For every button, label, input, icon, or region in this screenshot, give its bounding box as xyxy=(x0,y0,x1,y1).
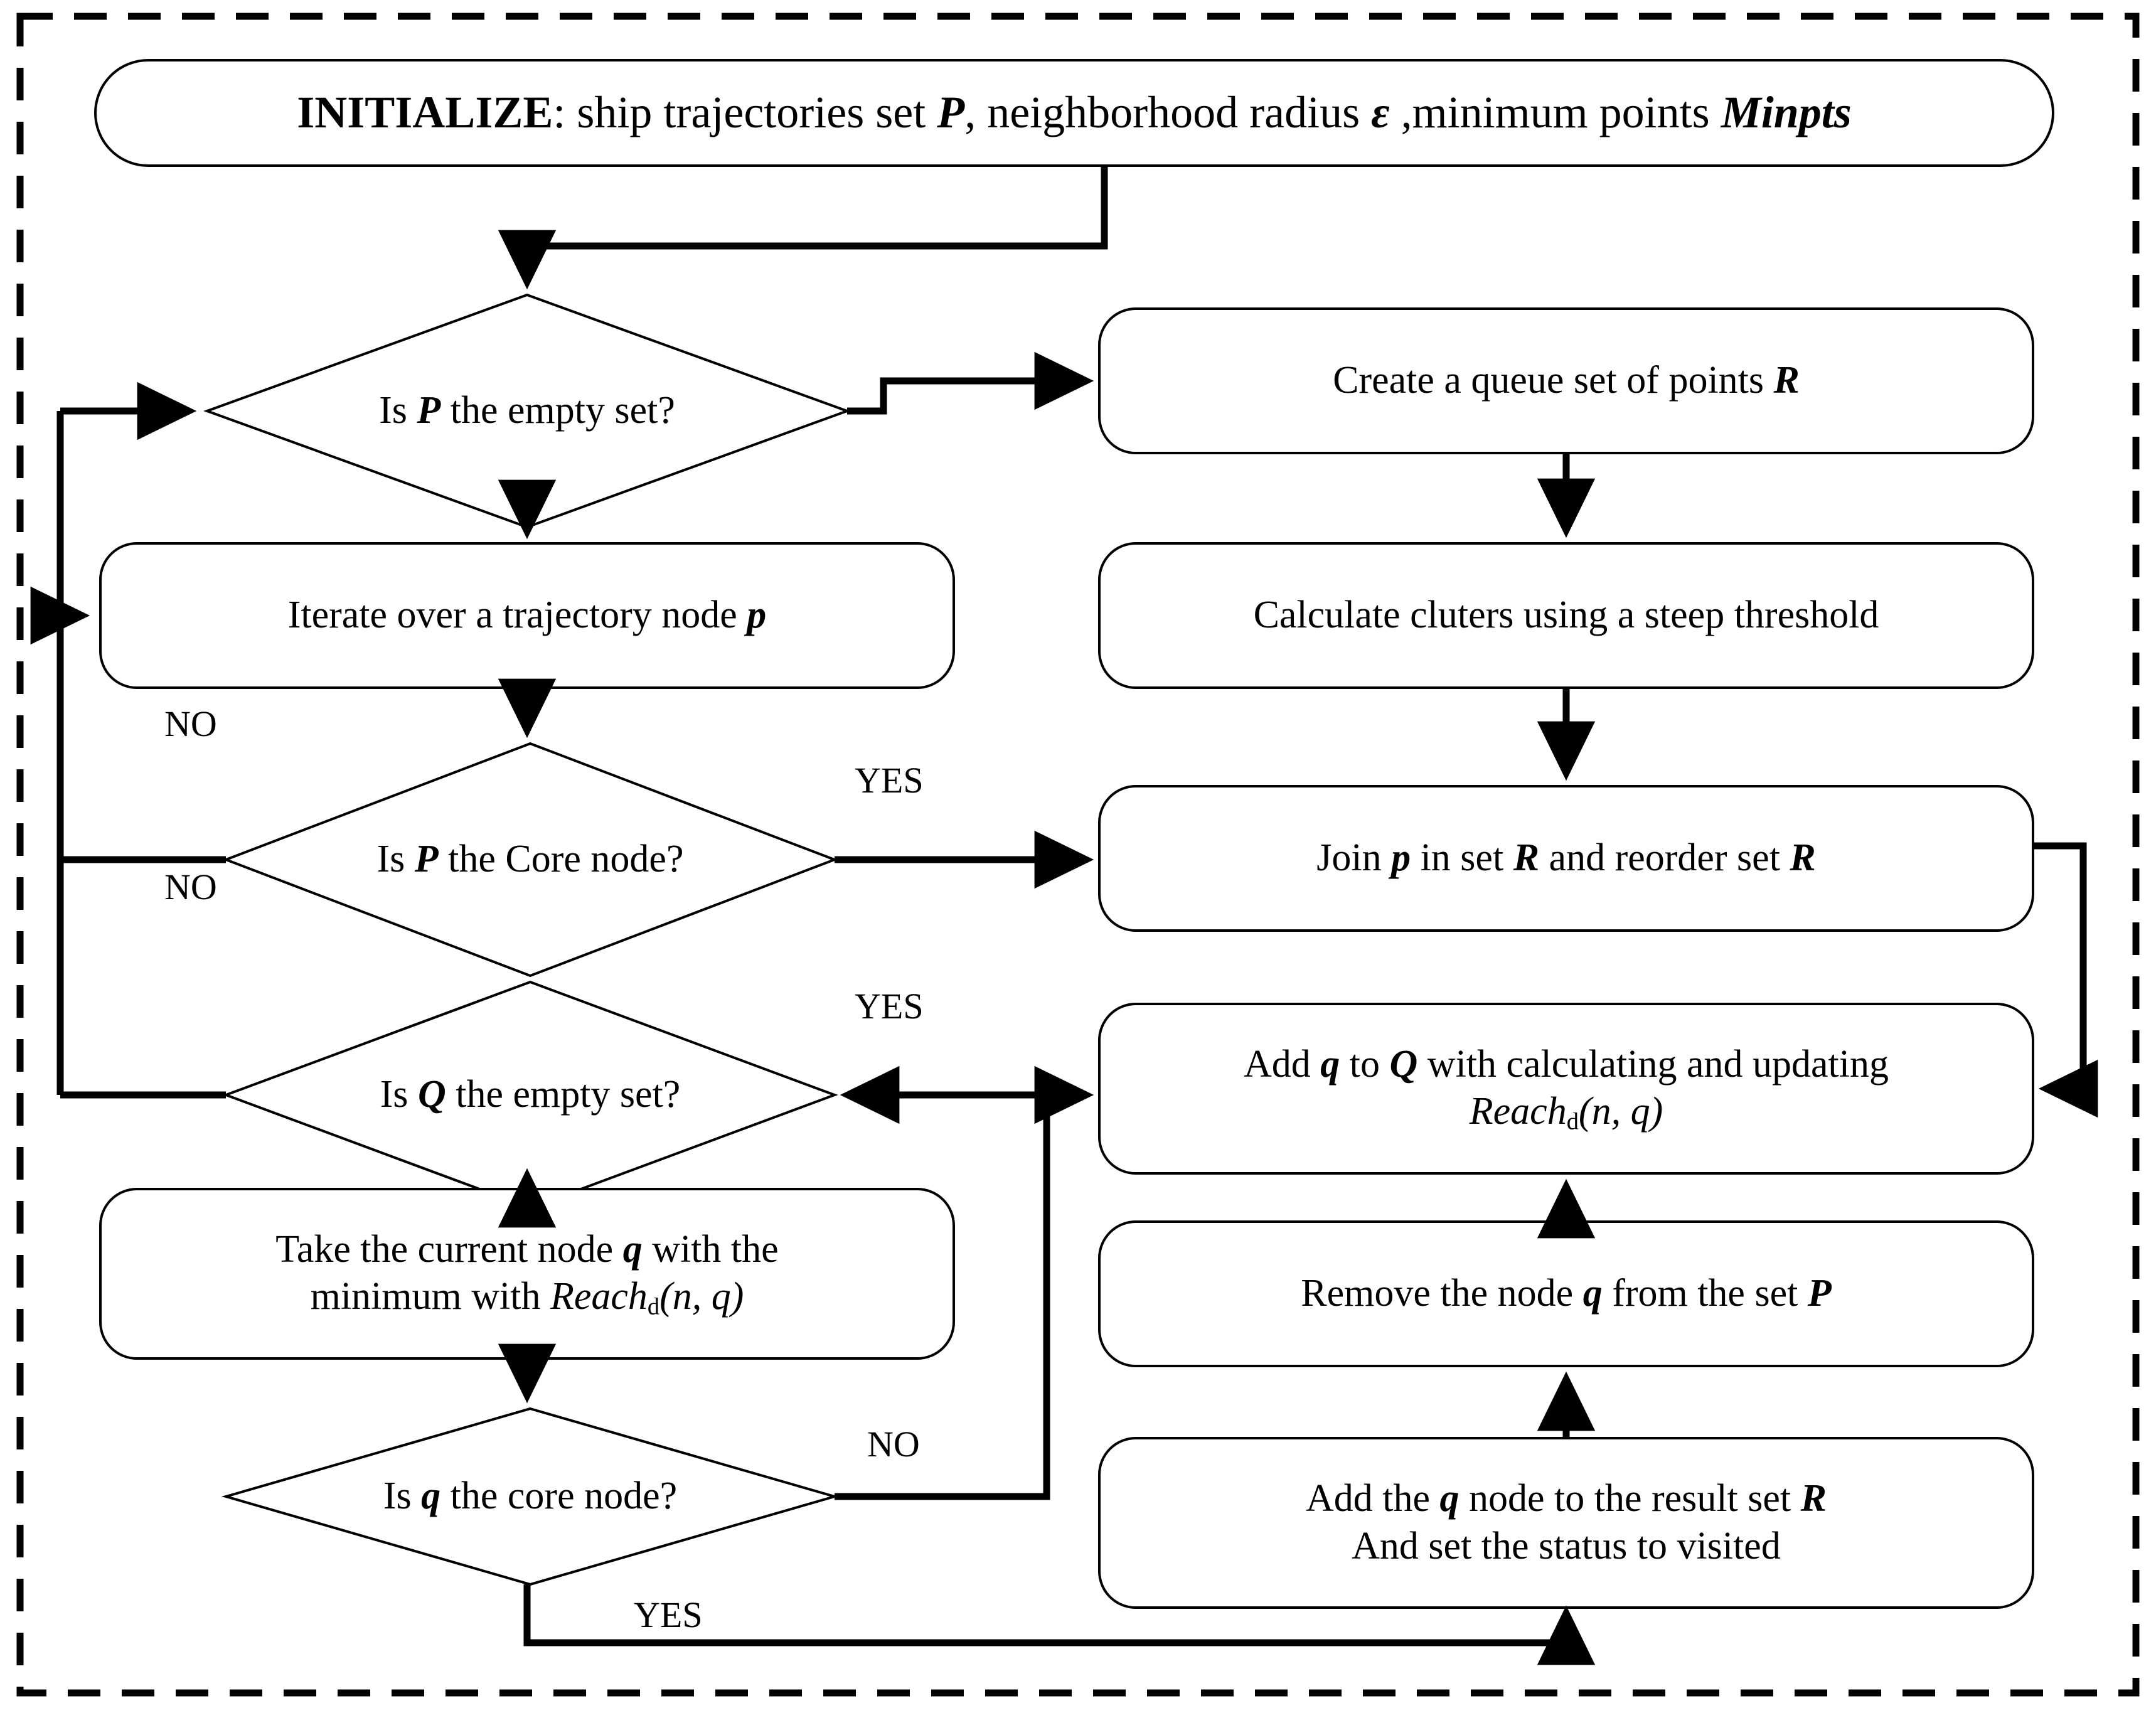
initialize-keyword: INITIALIZE xyxy=(297,87,553,138)
initialize-seg2: , neighborhood radius xyxy=(964,87,1372,138)
is-p-core-post: the Core node? xyxy=(438,838,684,881)
initialize-seg1: : ship trajectories set xyxy=(553,87,937,138)
is-q-core-pre: Is xyxy=(383,1475,422,1518)
label-calc-clusters: Calculate cluters using a steep threshol… xyxy=(1099,543,2033,688)
remove-q-var-P: P xyxy=(1807,1272,1832,1315)
edge-label-yes-q-core: YES xyxy=(634,1594,703,1635)
join-p-var-R2: R xyxy=(1790,836,1816,880)
add-q-l1mid: to xyxy=(1340,1042,1390,1086)
is-q-empty-pre: Is xyxy=(380,1073,418,1116)
add-q-var-q: q xyxy=(1320,1042,1340,1086)
add-q-result-l1pre: Add the xyxy=(1306,1477,1440,1520)
add-q-result-var-q: q xyxy=(1439,1477,1460,1520)
add-q-result-var-R: R xyxy=(1800,1477,1827,1520)
edge-label-yes-core: YES xyxy=(855,760,924,801)
remove-q-pre: Remove the node xyxy=(1301,1272,1583,1315)
edge-is-q-core-yes-to-add-q-result xyxy=(523,1584,1596,1665)
is-q-empty-var: Q xyxy=(417,1073,446,1116)
label-remove-q: Remove the node q from the set P xyxy=(1099,1222,2033,1366)
take-node-l1pre: Take the current node xyxy=(275,1227,623,1271)
join-p-mid: in set xyxy=(1411,836,1513,880)
edge-is-p-empty-to-create-queue xyxy=(847,351,1094,415)
is-p-core-pre: Is xyxy=(376,838,415,881)
add-q-l1post: with calculating and updating xyxy=(1417,1042,1889,1086)
join-p-mid2: and reorder set xyxy=(1539,836,1790,880)
join-p-var-p: p xyxy=(1391,836,1411,880)
label-is-p-core: Is P the Core node? xyxy=(264,822,797,897)
initialize-seg3: ,minimum points xyxy=(1389,87,1721,138)
is-p-empty-post: the empty set? xyxy=(440,389,675,432)
join-p-pre: Join xyxy=(1316,836,1392,880)
take-node-l1post: with the xyxy=(642,1227,779,1271)
label-is-q-empty: Is Q the empty set? xyxy=(264,1057,797,1133)
remove-q-var-q: q xyxy=(1582,1272,1603,1315)
take-node-var-q: q xyxy=(622,1227,643,1271)
label-initialize: INITIALIZE: ship trajectories set P, nei… xyxy=(95,60,2053,166)
initialize-var-minpts: Minpts xyxy=(1721,87,1852,138)
edge-label-no-q-core: NO xyxy=(867,1424,920,1465)
add-q-fn-sub: d xyxy=(1566,1108,1579,1135)
iterate-pre: Iterate over a trajectory node xyxy=(287,594,747,637)
add-q-result-l2: And set the status to visited xyxy=(1352,1525,1781,1567)
is-q-empty-post: the empty set? xyxy=(446,1073,681,1116)
is-p-empty-var: P xyxy=(417,389,441,432)
is-p-core-var: P xyxy=(414,838,439,881)
shape-is-p-core[interactable] xyxy=(222,742,838,978)
add-q-result-l1mid: node to the result set xyxy=(1459,1477,1801,1520)
add-q-fn-reach: Reach xyxy=(1469,1090,1567,1133)
edge-join-p-to-add-q xyxy=(2033,842,2098,1118)
shape-join-p[interactable] xyxy=(1098,785,2034,932)
label-join-p: Join p in set R and reorder set R xyxy=(1099,786,2033,931)
edge-initialize-to-is-p-empty xyxy=(498,166,1108,290)
edge-label-no-core: NO xyxy=(164,867,217,907)
edge-label-yes-q-empty: YES xyxy=(855,986,924,1027)
is-q-core-var: q xyxy=(421,1475,441,1518)
calc-clusters-text: Calculate cluters using a steep threshol… xyxy=(1253,594,1879,637)
join-p-var-R1: R xyxy=(1513,836,1540,880)
iterate-var-p: p xyxy=(747,594,767,637)
shape-add-q-to-Q[interactable] xyxy=(1098,1003,2034,1175)
take-node-fn-sub: d xyxy=(647,1293,660,1320)
label-is-p-empty: Is P the empty set? xyxy=(251,373,803,449)
create-queue-var-R: R xyxy=(1773,359,1800,402)
add-q-fn-args: (n, q) xyxy=(1578,1090,1663,1133)
take-node-l2pre: minimum with xyxy=(310,1275,550,1318)
initialize-var-P: P xyxy=(937,87,965,138)
is-p-empty-pre: Is xyxy=(379,389,417,432)
add-q-l1pre: Add xyxy=(1244,1042,1321,1086)
take-node-fn-args: (n, q) xyxy=(659,1275,744,1318)
take-node-fn-reach: Reach xyxy=(550,1275,648,1318)
is-q-core-post: the core node? xyxy=(440,1475,678,1518)
outer-dashed-border xyxy=(16,13,2140,1697)
label-iterate-p: Iterate over a trajectory node p xyxy=(100,543,954,688)
label-add-q-result: Add the q node to the result set R And s… xyxy=(1099,1438,2033,1608)
remove-q-mid: from the set xyxy=(1602,1272,1808,1315)
create-queue-pre: Create a queue set of points xyxy=(1333,359,1774,402)
edge-label-no-iterate: NO xyxy=(164,703,217,744)
edge-is-q-core-no-to-add-q xyxy=(835,1065,1094,1500)
initialize-var-epsilon: ε xyxy=(1371,87,1390,138)
add-q-var-Q: Q xyxy=(1389,1042,1418,1086)
label-is-q-core: Is q the core node? xyxy=(264,1459,797,1534)
shape-initialize[interactable] xyxy=(94,59,2054,167)
label-create-queue: Create a queue set of points R xyxy=(1099,309,2033,453)
label-take-node-q: Take the current node q with the minimum… xyxy=(100,1189,954,1358)
label-add-q-to-Q: Add q to Q with calculating and updating… xyxy=(1099,1004,2033,1173)
